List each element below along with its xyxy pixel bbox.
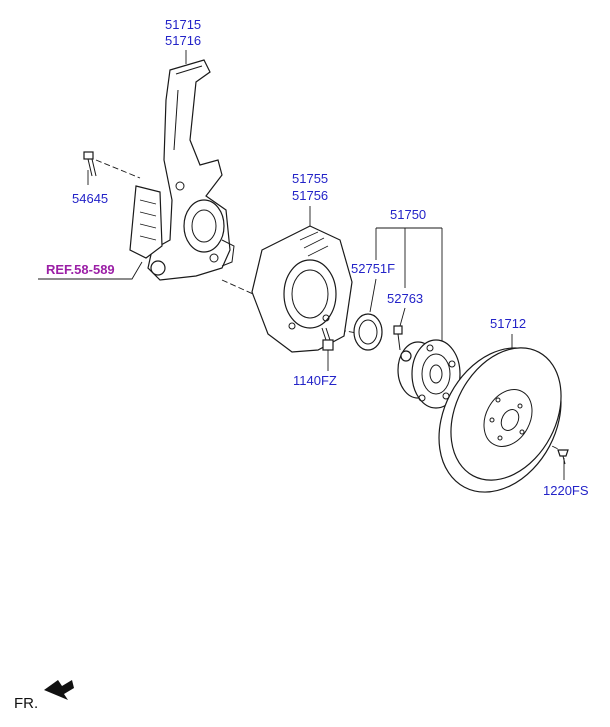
leader-lines bbox=[38, 50, 565, 480]
dust-cover bbox=[251, 225, 353, 353]
hub-assembly bbox=[397, 339, 461, 409]
label-51756: 51756 bbox=[292, 188, 328, 203]
hub-bolt bbox=[393, 325, 403, 351]
bolt-54645 bbox=[83, 151, 97, 177]
brake-bracket-plate bbox=[129, 185, 163, 259]
label-51750: 51750 bbox=[390, 207, 426, 222]
brake-disc bbox=[438, 347, 562, 493]
front-arrow-icon bbox=[44, 680, 74, 700]
front-direction-label: FR. bbox=[14, 695, 38, 712]
label-52763: 52763 bbox=[387, 291, 423, 306]
label-1140fz: 1140FZ bbox=[293, 373, 337, 388]
bearing-cap bbox=[353, 313, 383, 351]
screw-1220fs bbox=[557, 449, 569, 465]
label-51755: 51755 bbox=[292, 171, 328, 186]
label-1220fs: 1220FS bbox=[543, 483, 589, 498]
steering-knuckle bbox=[147, 59, 235, 281]
ref-label: REF.58-589 bbox=[46, 262, 115, 277]
label-51712: 51712 bbox=[490, 316, 526, 331]
label-51716: 51716 bbox=[165, 33, 201, 48]
label-52751f: 52751F bbox=[351, 261, 395, 276]
label-51715: 51715 bbox=[165, 17, 201, 32]
label-54645: 54645 bbox=[72, 191, 108, 206]
bolt-1140fz bbox=[321, 327, 334, 351]
